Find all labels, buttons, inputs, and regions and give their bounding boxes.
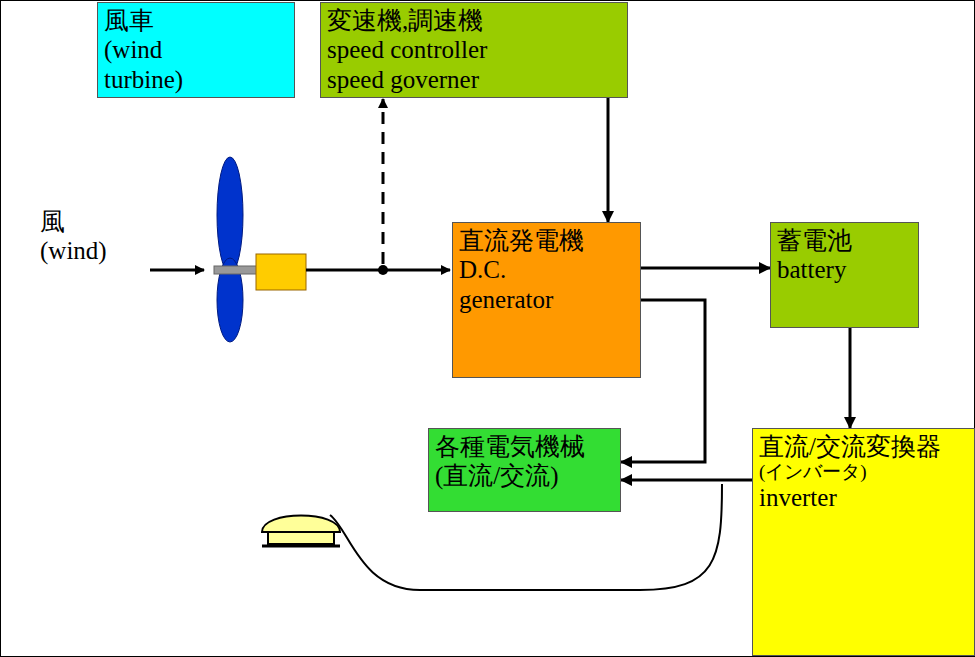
node-text: 変速機,調速機: [327, 6, 621, 35]
junction-dot: [378, 265, 388, 275]
turbine-label-box: 風車 (wind turbine): [97, 2, 295, 98]
node-text: 各種電気機械: [435, 432, 614, 461]
node-text: 風車 (wind turbine): [104, 6, 183, 94]
connector-arrow: [849, 328, 852, 428]
node-text: 直流/交流変換器: [759, 432, 968, 461]
generator-box: 直流発電機D.C. generator: [452, 222, 641, 378]
load-box: 各種電気機械(直流/交流): [428, 428, 621, 512]
battery-box: 蓄電池battery: [770, 222, 919, 328]
connector-arrow: [641, 267, 770, 270]
node-text: inverter: [759, 483, 968, 512]
wind-label: 風 (wind): [40, 207, 107, 266]
node-text: 直流発電機: [459, 226, 634, 255]
wind-arrow: [150, 269, 204, 272]
connector-arrow: [621, 479, 752, 482]
node-text: speed controller speed governer: [327, 35, 527, 94]
phone-base: [268, 532, 334, 544]
controller-box: 変速機,調速機speed controller speed governer: [320, 2, 628, 98]
node-text: battery: [777, 255, 912, 284]
node-text: (インバータ): [759, 461, 968, 483]
node-text: (直流/交流): [435, 461, 614, 490]
connector-arrow: [607, 98, 610, 222]
node-text: D.C. generator: [459, 255, 553, 314]
turbine-nacelle: [256, 254, 306, 290]
inverter-box: 直流/交流変換器(インバータ)inverter: [752, 428, 975, 656]
turbine-blade: [217, 157, 243, 273]
phone-handset: [262, 516, 340, 533]
node-text: 蓄電池: [777, 226, 912, 255]
phone-base: [262, 545, 340, 548]
speed-sense-line: [382, 99, 385, 264]
turbine-shaft: [214, 266, 258, 274]
